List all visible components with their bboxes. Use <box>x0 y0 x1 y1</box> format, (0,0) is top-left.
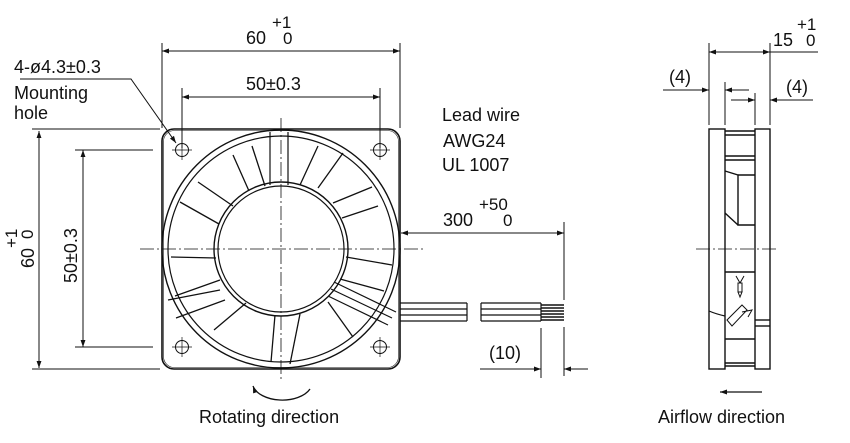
hub-outer <box>213 181 349 317</box>
depth-dim-nominal: 15 <box>773 30 794 50</box>
mounting-holes <box>172 140 390 357</box>
venturi-ring-inner <box>167 135 395 363</box>
lead-wire-standard: UL 1007 <box>442 155 510 175</box>
lead-wire-label: Lead wire <box>442 105 521 125</box>
width-dim-upper-tol: +1 <box>272 13 292 32</box>
rotation-arrow <box>252 385 311 401</box>
hole-pitch-v: 50±0.3 <box>61 228 81 283</box>
lead-wire-gauge: AWG24 <box>443 131 506 151</box>
impeller-blades <box>170 145 393 365</box>
airflow-mark-icon <box>735 275 745 299</box>
lead-wires <box>400 302 542 322</box>
lead-length-nominal: 300 <box>443 210 474 230</box>
hole-pitch-h: 50±0.3 <box>246 74 301 94</box>
flange-right-dim: (4) <box>786 77 808 97</box>
strip-length: (10) <box>489 343 522 363</box>
lead-length-lower-tol: 0 <box>503 211 513 230</box>
leader-line <box>20 78 177 144</box>
height-dim-nominal: 60 <box>18 247 38 268</box>
lead-wire-strut <box>327 281 397 326</box>
depth-dim-upper-tol: +1 <box>797 15 817 34</box>
mounting-hole-spec: 4-ø4.3±0.3 <box>14 57 101 77</box>
rotation-mark-icon <box>726 304 753 327</box>
airflow-direction-caption: Airflow direction <box>658 407 786 427</box>
height-dim-lower-tol: 0 <box>18 229 37 239</box>
lead-length-upper-tol: +50 <box>479 195 508 214</box>
mounting-hole-label: Mounting <box>14 83 89 103</box>
flange-left-dim: (4) <box>669 67 691 87</box>
lead-exit <box>708 310 726 317</box>
stripped-conductors <box>541 304 564 321</box>
width-dim-nominal: 60 <box>246 28 267 48</box>
frame-struts <box>167 132 289 319</box>
venturi-ring-outer <box>161 129 401 369</box>
rotating-direction-caption: Rotating direction <box>199 407 340 427</box>
width-dim-lower-tol: 0 <box>283 29 293 48</box>
hub-inner <box>217 185 345 313</box>
depth-dim-lower-tol: 0 <box>806 31 816 50</box>
mounting-hole-label-2: hole <box>14 103 49 123</box>
